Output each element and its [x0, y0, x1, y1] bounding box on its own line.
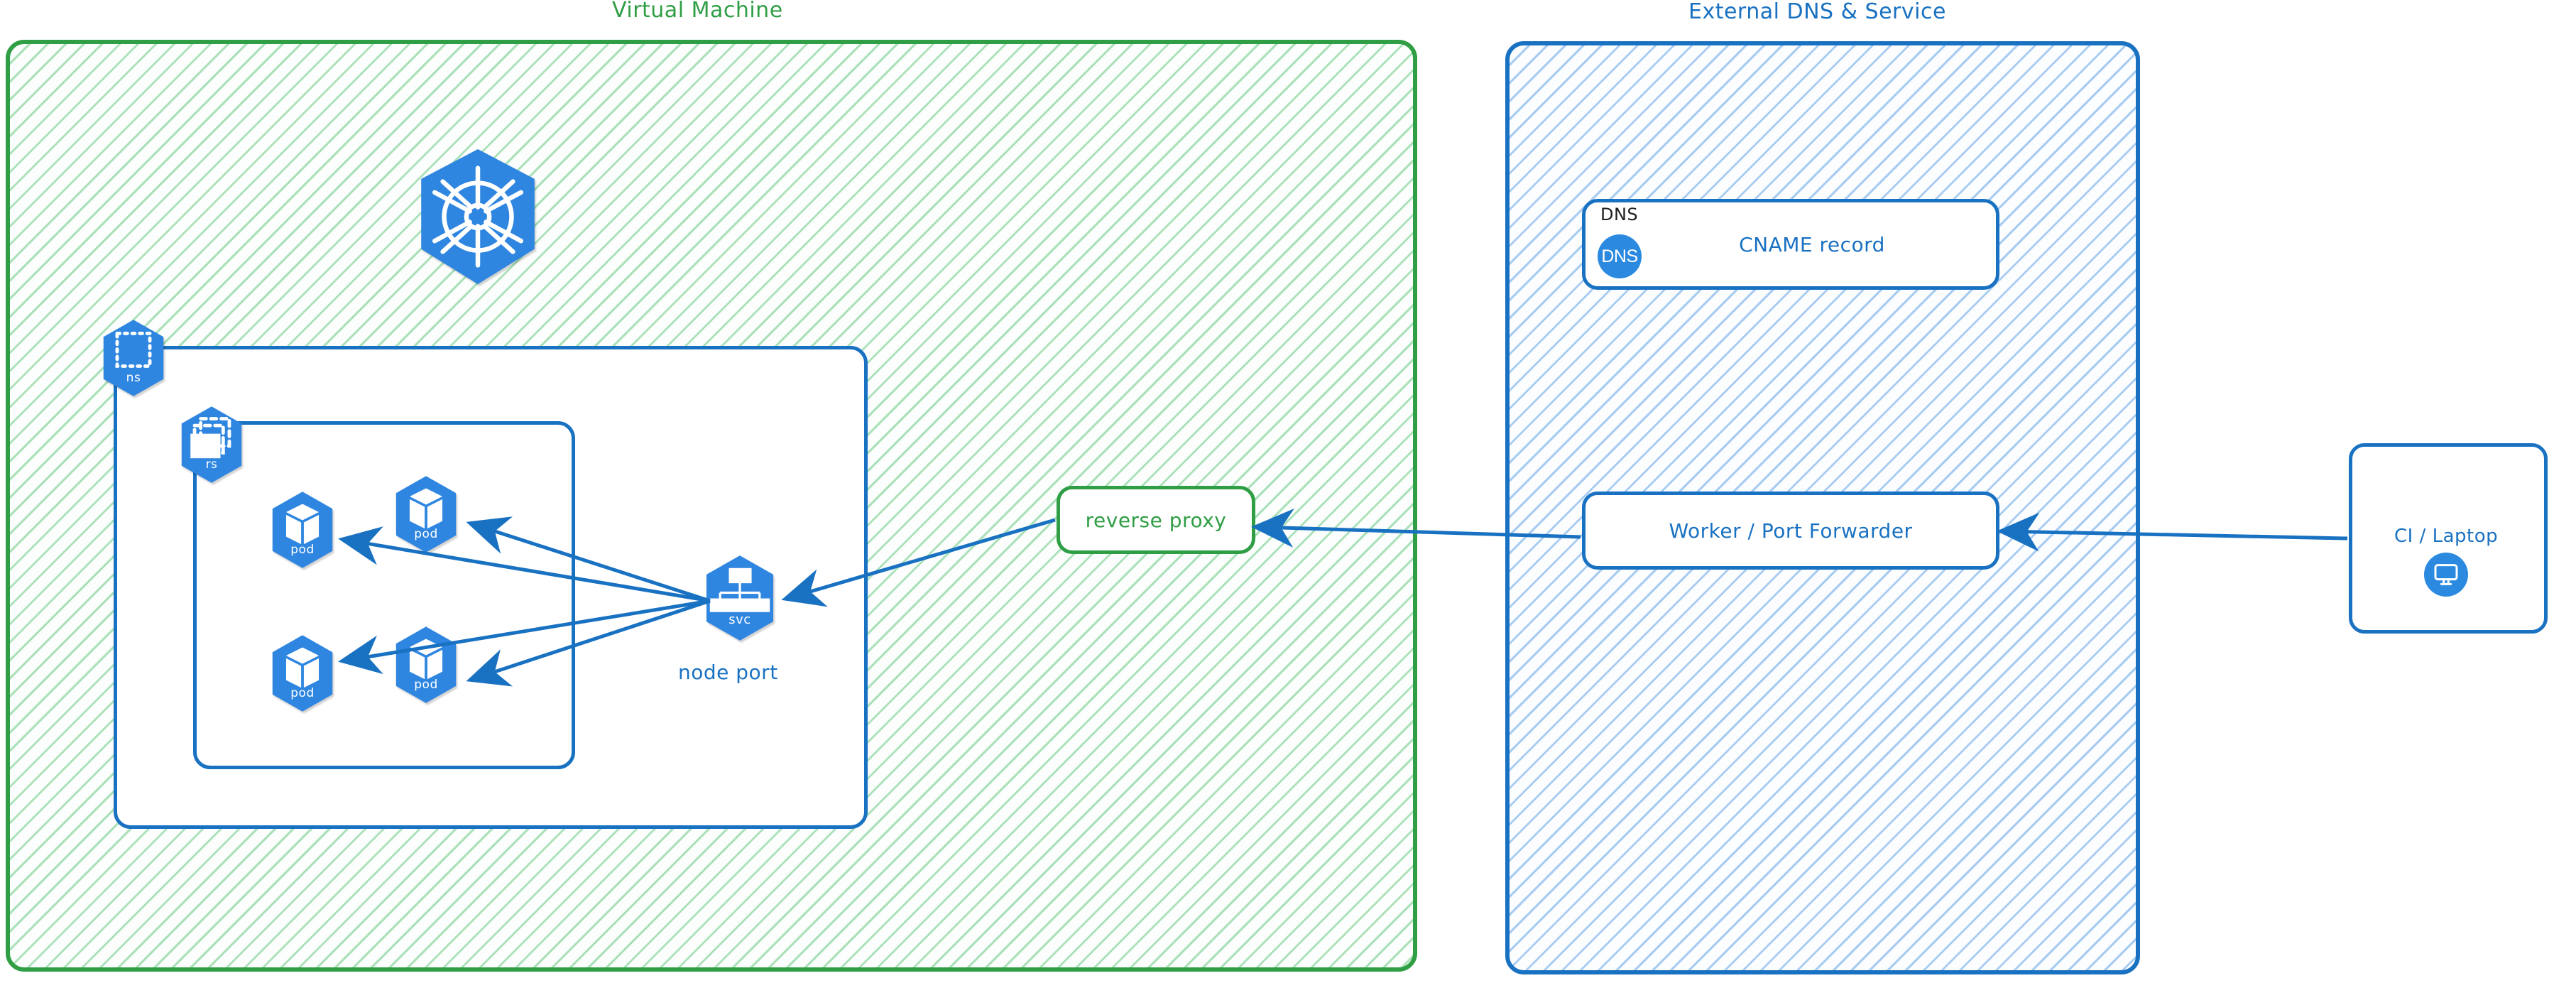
ci-laptop-box[interactable] [2349, 443, 2548, 634]
pod-icon-3[interactable]: pod [268, 634, 337, 713]
pod-icon-4[interactable]: pod [392, 625, 460, 705]
dns-icon-label: DNS [1601, 246, 1638, 266]
replicaset-container[interactable] [193, 421, 575, 769]
pod-icon-2[interactable]: pod [392, 474, 460, 554]
pod-icon-1[interactable]: pod [268, 490, 337, 570]
dns-icon: DNS [1598, 234, 1642, 278]
node-port-caption: node port [678, 661, 778, 684]
replicaset-icon[interactable]: rs [178, 405, 246, 484]
monitor-icon [2424, 553, 2468, 597]
namespace-icon[interactable]: ns [99, 318, 168, 398]
group-external-dns-service-title: External DNS & Service [1688, 0, 1946, 24]
worker-port-forwarder-box[interactable]: Worker / Port Forwarder [1582, 492, 1999, 570]
reverse-proxy-label: reverse proxy [1085, 508, 1227, 532]
worker-port-forwarder-label: Worker / Port Forwarder [1669, 518, 1913, 543]
dns-card-label: CNAME record [1739, 232, 1885, 256]
kubernetes-logo [410, 146, 545, 288]
dns-card[interactable]: CNAME record [1582, 199, 1999, 290]
reverse-proxy-box[interactable]: reverse proxy [1057, 486, 1255, 554]
ci-laptop-label: CI / Laptop [2394, 526, 2499, 547]
dns-card-tag: DNS [1600, 205, 1639, 224]
service-icon[interactable]: svc [702, 554, 778, 642]
group-virtual-machine-title: Virtual Machine [612, 0, 783, 23]
